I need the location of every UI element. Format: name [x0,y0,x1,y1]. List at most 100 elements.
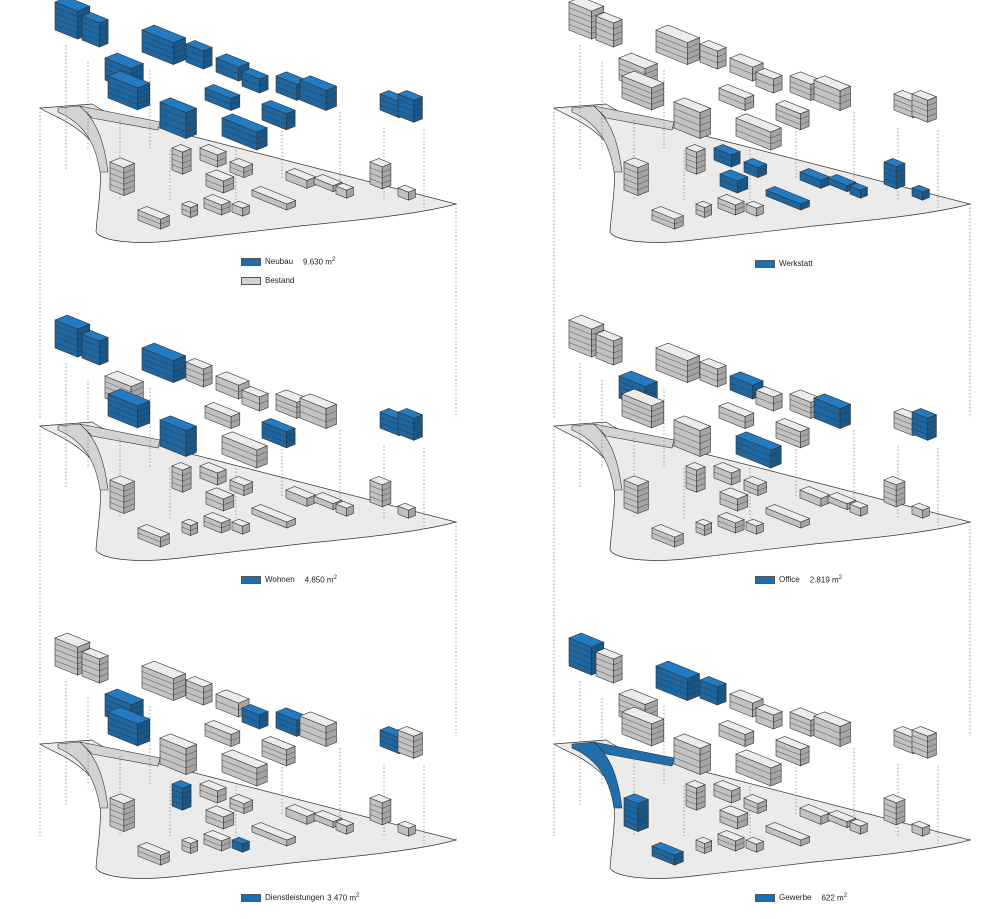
ground-building [251,186,297,211]
ground-building [171,462,192,493]
access-road [593,105,675,131]
upper-building [241,68,269,94]
upper-building [595,12,623,48]
ground-building [231,200,251,217]
ground-building [651,206,685,230]
ground-building [719,487,749,512]
upper-building [673,415,712,457]
upper-building [141,660,187,702]
ground-building [719,805,749,830]
ground-building [743,476,768,497]
upper-building [621,706,665,747]
ground-building [205,487,235,512]
upper-building [107,706,151,747]
ground-building [799,168,831,189]
ground-building [181,200,199,218]
upper-building [655,660,701,702]
upper-building [813,711,852,747]
upper-building [221,431,269,469]
ground-building [251,822,297,847]
legend-swatch-bestand [241,276,261,285]
legend-value-neubau: 9.630 m2 [303,257,336,267]
ground-building [369,158,392,190]
upper-building [159,733,198,775]
upper-building [397,726,424,759]
upper-building [204,84,241,111]
upper-building [621,388,665,429]
legend-office: Office 2.819 m2 [755,575,842,585]
ground-building [109,793,136,833]
upper-building [159,97,198,139]
upper-building [755,68,783,94]
legend-label-bestand: Bestand [265,276,295,285]
upper-building [755,704,783,730]
ground-building [137,206,171,230]
legend-value-wohnen: 4.850 m2 [304,575,337,585]
panel-office [552,314,972,736]
ground-building [743,794,768,815]
access-ramp [57,423,109,491]
ground-building [685,144,706,175]
legend-value-gewerbe: 622 m2 [821,893,848,903]
upper-building [735,431,783,469]
upper-building [735,113,783,151]
ground-building [623,793,650,833]
ground-building [799,486,831,507]
upper-building [911,726,938,759]
upper-building [299,711,338,747]
legend-bestand: Bestand [241,276,294,285]
upper-building [775,100,810,131]
upper-building [813,393,852,429]
ground-building [397,184,417,201]
access-road [593,741,675,767]
legend-swatch-dienstleistungen [241,893,261,902]
ground-building [719,169,749,194]
ground-building [397,502,417,519]
ground-building [883,476,906,508]
ground-building [199,462,227,486]
ground-building [911,184,931,201]
legend-value-office: 2.819 m2 [809,575,842,585]
ground-building [205,169,235,194]
upper-building [185,676,213,706]
ground-building [231,518,251,535]
access-road [79,741,161,767]
access-ramp [571,741,623,809]
ground-building [695,200,713,218]
upper-building [261,736,296,767]
access-ramp [571,105,623,173]
upper-building [221,749,269,787]
upper-building [81,648,109,684]
upper-building [107,388,151,429]
upper-building [775,418,810,449]
upper-building [655,24,701,66]
upper-building [595,648,623,684]
upper-building [813,75,852,111]
ground-building [335,818,355,835]
access-road [79,423,161,449]
upper-building [718,402,755,429]
ground-building [369,794,392,826]
ground-building [695,836,713,854]
ground-building [717,194,745,216]
upper-building [655,342,701,384]
ground-building [799,804,831,825]
upper-building [911,90,938,123]
upper-building [81,12,109,48]
ground-building [743,158,768,179]
upper-building [81,330,109,366]
upper-building [735,749,783,787]
upper-building [699,676,727,706]
ground-building [623,157,650,197]
ground-building [911,820,931,837]
ground-building [137,842,171,866]
ground-building [313,810,343,829]
upper-building [397,408,424,441]
legend-value-dienstleistungen: 3.470 m2 [327,893,360,903]
legend-label-gewerbe: Gewerbe [779,893,812,903]
ground-building [765,504,811,529]
legend-label-dienstleistungen: Dienstleistungen [265,893,325,903]
upper-building [699,358,727,388]
ground-building [397,820,417,837]
